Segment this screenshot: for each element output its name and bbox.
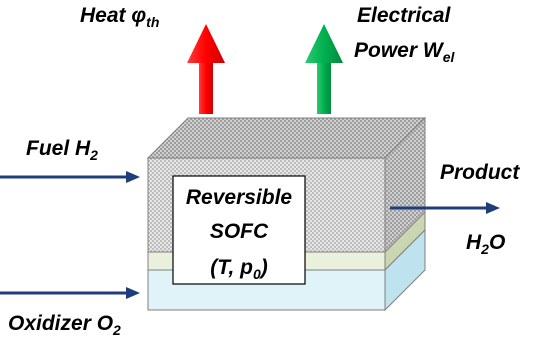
center-label-line3: (T, p0): [210, 256, 268, 282]
fuel-inlet-arrow: [0, 171, 140, 183]
power-label: Power Wel: [354, 39, 455, 65]
center-label-line1: Reversible: [186, 186, 293, 209]
heat-arrow: [187, 24, 225, 114]
product-outlet-arrow: [390, 202, 500, 214]
center-label-line2: SOFC: [210, 220, 269, 243]
electrical-label: Electrical: [357, 4, 452, 27]
cube-top-face: [146, 117, 427, 159]
power-arrow: [305, 24, 343, 114]
heat-label: Heat φth: [80, 4, 159, 30]
fuel-label: Fuel H2: [26, 137, 98, 163]
oxidizer-inlet-arrow: [0, 287, 140, 299]
oxidizer-label: Oxidizer O2: [8, 312, 121, 338]
product-label: Product: [440, 161, 520, 184]
center-label-box: [172, 175, 306, 285]
h2o-label: H2O: [466, 231, 505, 257]
